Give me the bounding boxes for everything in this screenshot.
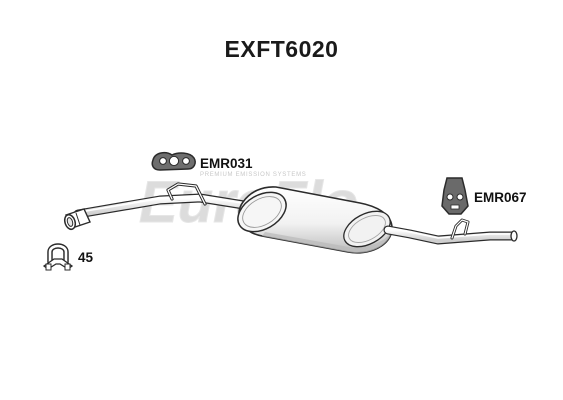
watermark-tagline: PREMIUM EMISSION SYSTEMS [200, 172, 306, 178]
rear-silencer [237, 186, 393, 254]
rear-hanger-bracket [450, 218, 470, 240]
tail-pipe [383, 225, 518, 245]
part-number-title: EXFT6020 [224, 36, 339, 62]
rubber-hanger-icon [441, 177, 469, 215]
u-bolt-clamp-icon [42, 243, 74, 271]
gasket-part-label: EMR031 [200, 156, 253, 171]
front-hanger-bracket [166, 182, 207, 206]
clamp-part-label: 45 [78, 250, 94, 265]
front-pipe [73, 193, 255, 219]
hanger-part-label: EMR067 [474, 190, 527, 205]
inlet-flange [63, 208, 91, 231]
exhaust-gasket-icon [151, 151, 196, 171]
